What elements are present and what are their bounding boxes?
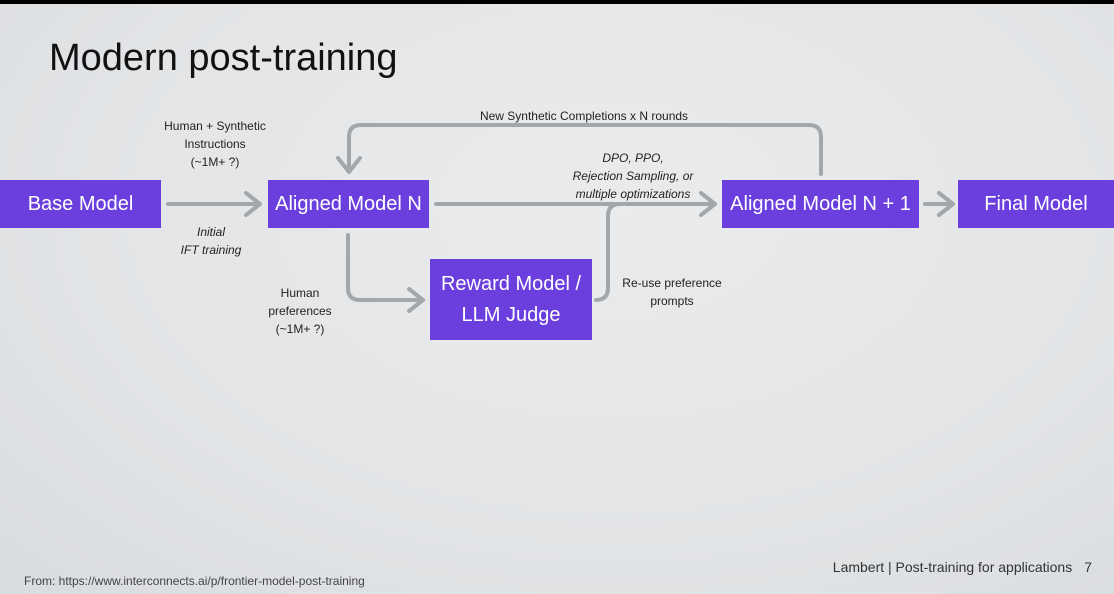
source-url[interactable]: From: https://www.interconnects.ai/p/fro… [24,574,365,588]
slide: Modern post-training Base Model Aligned … [0,4,1114,594]
arrow-reward-to-main [594,202,622,302]
optimization-label: DPO, PPO, Rejection Sampling, or multipl… [572,151,694,201]
instructions-label: Human + Synthetic Instructions (~1M+ ?) [164,119,266,169]
arrow-aligned-to-reward [346,233,422,302]
reward-model-box: Reward Model / LLM Judge [430,259,592,340]
reward-model-line2: LLM Judge [461,303,561,326]
final-model-box: Final Model [958,180,1114,228]
arrow-loop-back [347,123,823,176]
slide-title: Modern post-training [49,37,398,79]
base-model-box: Base Model [0,180,161,228]
slide-footer-credit: Lambert | Post-training for applications… [833,559,1092,575]
aligned-model-n-box: Aligned Model N [268,180,429,228]
aligned-model-n1-box: Aligned Model N + 1 [722,180,919,228]
credit-text: Lambert | Post-training for applications [832,559,1073,575]
page-number: 7 [1084,559,1092,575]
loop-label: New Synthetic Completions x N rounds [479,109,689,123]
reuse-prompts-label: Re-use preference prompts [622,276,722,308]
ift-training-label: Initial IFT training [180,225,242,257]
flow-arrows [166,123,955,313]
reward-model-line1: Reward Model / [440,272,582,295]
human-preferences-label: Human preferences (~1M+ ?) [268,286,332,336]
